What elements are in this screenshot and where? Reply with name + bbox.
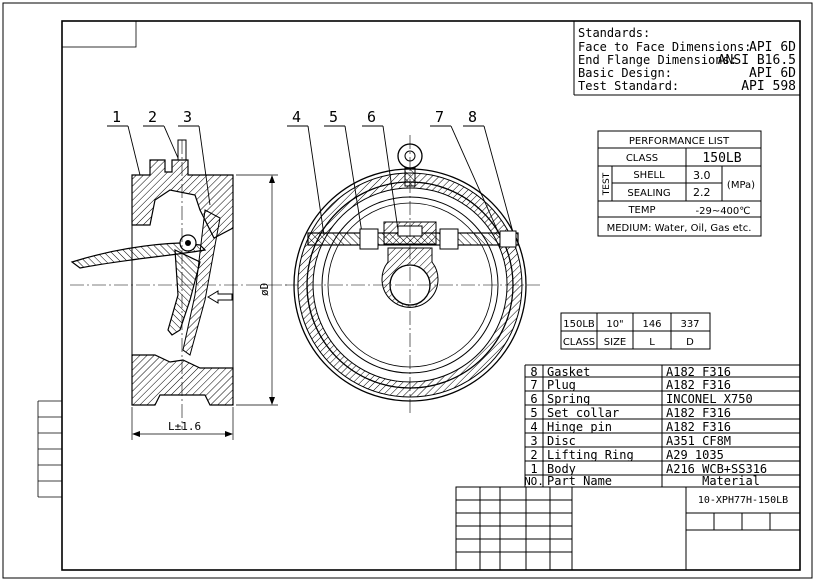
part-name: Gasket [547, 365, 590, 379]
balloon-1: 1 [112, 108, 121, 126]
part-material: A29 1035 [666, 448, 724, 462]
medium-text: MEDIUM: Water, Oil, Gas etc. [607, 223, 752, 234]
part-no: 4 [530, 420, 537, 434]
sealing-label: SEALING [627, 188, 670, 199]
parts-header-material: Material [702, 474, 760, 488]
part-material: A351 CF8M [666, 434, 731, 448]
balloon-7: 7 [435, 108, 444, 126]
standards-label-4: Test Standard: [578, 79, 679, 93]
front-view [285, 135, 540, 415]
performance-title: PERFORMANCE LIST [629, 136, 730, 147]
part-no: 8 [530, 365, 537, 379]
parts-header-name: Part Name [547, 474, 612, 488]
dimensions-table: 150LB 10" 146 337 CLASS SIZE L D [560, 312, 711, 350]
standards-label-3: Basic Design: [578, 66, 672, 80]
dim-l-header: L [649, 337, 655, 348]
title-block: 10-XPH77H-150LB [455, 486, 801, 571]
standards-value-3: API 6D [749, 66, 796, 81]
part-material: A182 F316 [666, 406, 731, 420]
standards-value-4: API 598 [741, 79, 796, 94]
dim-d-header: D [686, 337, 694, 348]
balloon-leaders [107, 125, 515, 237]
test-label: TEST [602, 172, 612, 196]
standards-label-2: End Flange Dimensions: [578, 53, 737, 67]
part-material: A216 WCB+SS316 [666, 462, 767, 476]
dim-class-value: 150LB [563, 319, 595, 330]
standards-heading: Standards: [578, 26, 650, 40]
part-no: 1 [530, 462, 537, 476]
parts-header-no: NO. [524, 475, 544, 488]
dim-size-header: SIZE [604, 337, 626, 348]
class-label: CLASS [626, 153, 658, 164]
class-value: 150LB [702, 151, 741, 166]
balloon-4: 4 [292, 108, 301, 126]
part-name: Lifting Ring [547, 448, 634, 462]
balloon-labels: 1 2 3 4 5 6 7 8 [112, 108, 477, 126]
standards-block: Standards: Face to Face Dimensions: API … [573, 21, 800, 96]
side-section-view: L±1.6 øD [70, 139, 290, 440]
part-no: 6 [530, 392, 537, 406]
standards-label-1: Face to Face Dimensions: [578, 40, 751, 54]
shell-value: 3.0 [693, 169, 711, 182]
dim-d-value: 337 [680, 319, 699, 330]
part-name: Disc [547, 434, 576, 448]
part-name: Spring [547, 392, 590, 406]
standards-value-2: ANSI B16.5 [718, 53, 796, 68]
corner-box [61, 20, 137, 48]
part-name: Set collar [547, 406, 619, 420]
dim-size-value: 10" [606, 319, 623, 330]
part-no: 3 [530, 434, 537, 448]
balloon-5: 5 [329, 108, 338, 126]
part-no: 7 [530, 378, 537, 392]
parts-list: 8 Gasket A182 F316 7 Plug A182 F316 6 Sp… [524, 364, 800, 488]
dim-class-header: CLASS [563, 337, 595, 348]
diameter-dimension: øD [258, 283, 271, 296]
temp-value: -29~400℃ [695, 206, 750, 217]
dim-l-value: 146 [642, 319, 661, 330]
part-material: A182 F316 [666, 420, 731, 434]
drawing-number: 10-XPH77H-150LB [698, 495, 788, 506]
part-name: Plug [547, 378, 576, 392]
part-name: Body [547, 462, 576, 476]
inner-border [61, 20, 801, 571]
part-material: INCONEL X750 [666, 392, 753, 406]
balloon-3: 3 [183, 108, 192, 126]
performance-list: PERFORMANCE LIST CLASS 150LB TEST SHELL … [597, 130, 762, 237]
sealing-value: 2.2 [693, 186, 711, 199]
part-no: 5 [530, 406, 537, 420]
part-name: Hinge pin [547, 420, 612, 434]
temp-label: TEMP [627, 205, 655, 216]
parts-rows: 8 Gasket A182 F316 7 Plug A182 F316 6 Sp… [530, 365, 767, 476]
balloon-6: 6 [367, 108, 376, 126]
length-dimension: L±1.6 [168, 420, 201, 433]
pressure-unit: (MPa) [727, 180, 755, 191]
balloon-2: 2 [148, 108, 157, 126]
part-material: A182 F316 [666, 365, 731, 379]
part-material: A182 F316 [666, 378, 731, 392]
shell-label: SHELL [633, 170, 665, 181]
balloon-8: 8 [468, 108, 477, 126]
left-margin-strip [37, 400, 62, 498]
part-no: 2 [530, 448, 537, 462]
standards-value-1: API 6D [749, 40, 796, 55]
